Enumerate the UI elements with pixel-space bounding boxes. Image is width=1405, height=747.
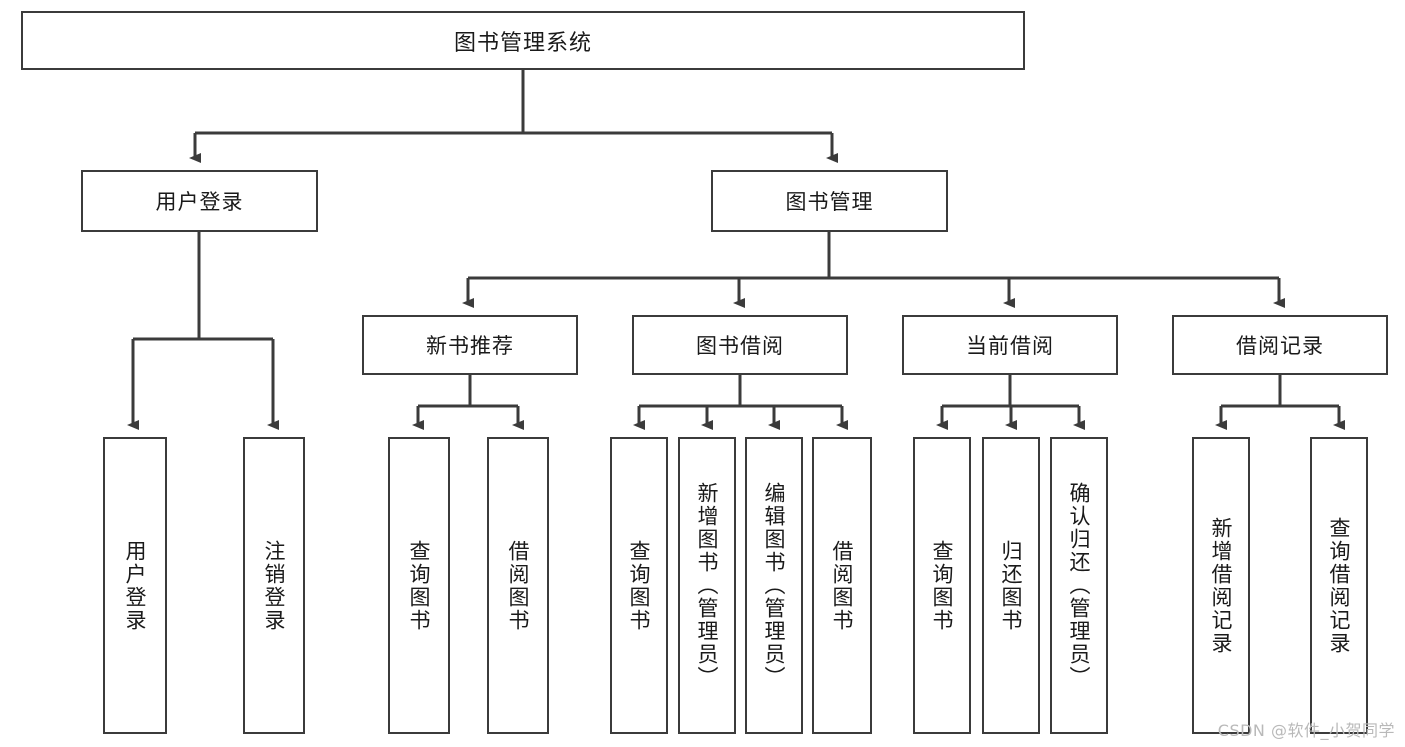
node-book-borrow[interactable]: 图书借阅 [632,315,848,375]
leaf-borrow-book-recommend[interactable]: 借阅图书 [487,437,549,734]
leaf-query-book-current[interactable]: 查询图书 [913,437,971,734]
node-book-management-label: 图书管理 [785,190,874,214]
node-book-borrow-label: 图书借阅 [696,334,784,358]
leaf-query-book-recommend[interactable]: 查询图书 [388,437,450,734]
node-new-book-recommend[interactable]: 新书推荐 [362,315,578,375]
leaf-confirm-return-admin[interactable]: 确认归还（管理员） [1050,437,1108,734]
leaf-add-borrow-record[interactable]: 新增借阅记录 [1192,437,1250,734]
leaf-query-borrow-record[interactable]: 查询借阅记录 [1310,437,1368,734]
leaf-return-book[interactable]: 归还图书 [982,437,1040,734]
leaf-return-book-label: 归还图书 [999,539,1024,632]
node-root-label: 图书管理系统 [453,30,592,56]
leaf-user-login[interactable]: 用户登录 [103,437,167,734]
leaf-edit-book-admin-label: 编辑图书（管理员） [762,482,787,689]
leaf-confirm-return-admin-label: 确认归还（管理员） [1067,482,1092,689]
leaf-borrow-book[interactable]: 借阅图书 [812,437,872,734]
leaf-edit-book-admin[interactable]: 编辑图书（管理员） [745,437,803,734]
leaf-query-book-borrow-label: 查询图书 [627,539,652,632]
leaf-add-borrow-record-label: 新增借阅记录 [1209,516,1234,655]
node-borrow-record[interactable]: 借阅记录 [1172,315,1388,375]
leaf-query-book-current-label: 查询图书 [930,539,955,632]
leaf-add-book-admin-label: 新增图书（管理员） [695,482,720,689]
node-borrow-record-label: 借阅记录 [1236,334,1324,358]
leaf-add-book-admin[interactable]: 新增图书（管理员） [678,437,736,734]
node-user-login[interactable]: 用户登录 [81,170,318,232]
node-book-management[interactable]: 图书管理 [711,170,948,232]
leaf-borrow-book-recommend-label: 借阅图书 [506,539,531,632]
leaf-logout[interactable]: 注销登录 [243,437,305,734]
node-new-book-recommend-label: 新书推荐 [426,334,514,358]
node-current-borrow[interactable]: 当前借阅 [902,315,1118,375]
node-current-borrow-label: 当前借阅 [966,334,1054,358]
leaf-query-book-borrow[interactable]: 查询图书 [610,437,668,734]
node-user-login-label: 用户登录 [155,190,244,214]
leaf-query-book-recommend-label: 查询图书 [407,539,432,632]
leaf-logout-label: 注销登录 [262,539,287,632]
leaf-borrow-book-label: 借阅图书 [830,539,855,632]
leaf-query-borrow-record-label: 查询借阅记录 [1327,516,1352,655]
node-root[interactable]: 图书管理系统 [21,11,1025,70]
leaf-user-login-label: 用户登录 [123,539,148,632]
